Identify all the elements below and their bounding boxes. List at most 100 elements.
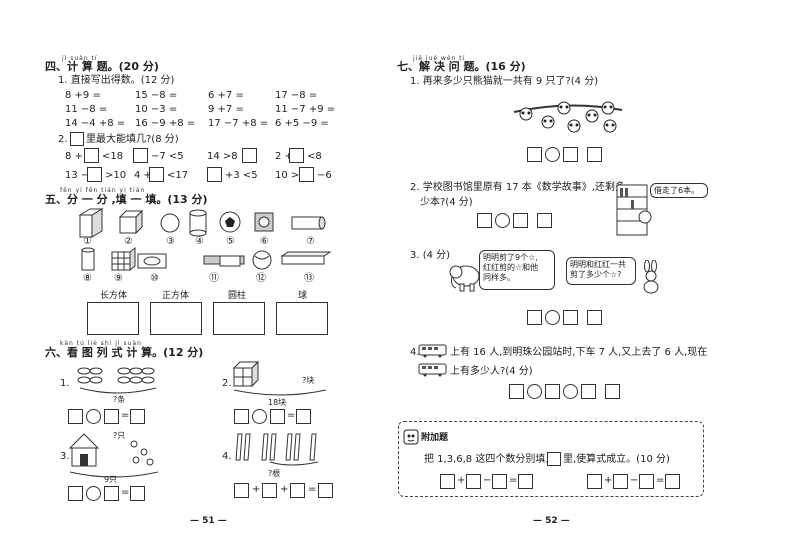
sec4-pinyin: jì suàn tí: [62, 55, 98, 62]
solids-row-2: [81, 246, 332, 272]
fill-suffix: <17: [167, 170, 189, 181]
fill-prefix: 2 +: [275, 151, 293, 162]
bus-icon: [418, 363, 447, 377]
answer-box[interactable]: [87, 167, 102, 182]
answer-box[interactable]: [545, 384, 560, 399]
calc-item: 6 +5 −9 =: [275, 118, 329, 129]
answer-box[interactable]: [234, 483, 249, 498]
sec6-pinyin: kàn tú liè shì jì suàn: [60, 340, 142, 347]
answer-box[interactable]: [513, 213, 528, 228]
answer-box[interactable]: [270, 409, 285, 424]
flat-box-icon: [137, 253, 167, 269]
calc-item: 6 +7 =: [208, 90, 244, 101]
operator-circle[interactable]: [86, 486, 101, 501]
answer-box[interactable]: [290, 483, 305, 498]
page-number: — 52 —: [533, 516, 570, 526]
solid-number: ⑩: [150, 273, 159, 284]
answer-box[interactable]: [68, 409, 83, 424]
answer-box[interactable]: [242, 148, 257, 163]
answer-box[interactable]: [296, 409, 311, 424]
answer-box[interactable]: [207, 167, 222, 182]
bus-icon: [418, 344, 447, 358]
answer-box[interactable]: [587, 147, 602, 162]
operator-circle[interactable]: [527, 384, 542, 399]
p2-label: 2.: [222, 378, 232, 389]
operator-circle[interactable]: [545, 310, 560, 325]
equals-sign: =: [509, 475, 518, 486]
answer-box[interactable]: [104, 409, 119, 424]
answer-box[interactable]: [130, 486, 145, 501]
answer-box[interactable]: [466, 474, 481, 489]
bookshelf-icon: [616, 184, 652, 236]
calc-item: 8 +9 =: [65, 90, 101, 101]
solid-number: ⑬: [304, 273, 314, 284]
answer-box[interactable]: [527, 310, 542, 325]
soccer-ball-icon: [219, 211, 241, 233]
sec5-title: 五、分 一 分 ,填 一 填。(13 分): [45, 193, 208, 206]
answer-box[interactable]: [262, 483, 277, 498]
operator-circle[interactable]: [495, 213, 510, 228]
bonus-panel: [398, 421, 704, 497]
answer-box[interactable]: [527, 147, 542, 162]
p1-label: 1.: [60, 378, 70, 389]
answer-box[interactable]: [133, 148, 148, 163]
category-box-cube[interactable]: [150, 302, 202, 335]
q3-speech-bubble-1: 明明剪了9个☆, 红红剪的☆和他 同样多。: [479, 250, 555, 290]
answer-box[interactable]: [587, 474, 602, 489]
category-box-cuboid[interactable]: [87, 302, 139, 335]
answer-box[interactable]: [665, 474, 680, 489]
plus-sign: +: [457, 475, 466, 486]
fill-prefix: 13 −: [65, 170, 90, 181]
minus-sign: −: [483, 475, 492, 486]
p4-label: 4.: [222, 451, 232, 462]
cylinder-can-icon: [189, 209, 207, 237]
category-box-sphere[interactable]: [276, 302, 328, 335]
p2-question: ?块: [302, 376, 315, 385]
answer-box[interactable]: [613, 474, 628, 489]
answer-box[interactable]: [639, 474, 654, 489]
calc-item: 9 +7 =: [208, 104, 244, 115]
answer-box[interactable]: [234, 409, 249, 424]
calc-item: 15 −8 =: [135, 90, 178, 101]
answer-box[interactable]: [68, 486, 83, 501]
answer-box[interactable]: [104, 486, 119, 501]
fill-prefix: 8 +: [65, 151, 83, 162]
operator-circle[interactable]: [252, 409, 267, 424]
volleyball-icon: [252, 250, 272, 270]
answer-box[interactable]: [289, 148, 304, 163]
answer-box[interactable]: [492, 474, 507, 489]
fill-suffix: −6: [317, 170, 332, 181]
calc-item: 10 −3 =: [135, 104, 178, 115]
sec7-q4-text-2: 上有多少人?(4 分): [450, 366, 533, 377]
plus-sign: +: [280, 484, 289, 495]
answer-box[interactable]: [84, 148, 99, 163]
solid-number: ④: [195, 236, 204, 247]
operator-circle[interactable]: [545, 147, 560, 162]
solid-number: ⑧: [83, 273, 92, 284]
answer-box[interactable]: [477, 213, 492, 228]
category-box-cylinder[interactable]: [213, 302, 265, 335]
answer-box[interactable]: [440, 474, 455, 489]
answer-box[interactable]: [518, 474, 533, 489]
operator-circle[interactable]: [86, 409, 101, 424]
fish-group-icon: [77, 367, 157, 394]
cuboid-icon: [78, 208, 104, 238]
solid-number: ⑫: [256, 273, 266, 284]
answer-box[interactable]: [581, 384, 596, 399]
answer-box[interactable]: [605, 384, 620, 399]
fill-prefix: 4 +: [134, 170, 152, 181]
answer-box[interactable]: [587, 310, 602, 325]
answer-box[interactable]: [563, 147, 578, 162]
sec6-title: 六、看 图 列 式 计 算。(12 分): [45, 346, 204, 359]
category-label: 长方体: [100, 291, 128, 301]
answer-box[interactable]: [563, 310, 578, 325]
solid-number: ②: [124, 236, 133, 247]
calc-item: 17 −7 +8 =: [208, 118, 269, 129]
answer-box[interactable]: [299, 167, 314, 182]
answer-box[interactable]: [509, 384, 524, 399]
answer-box[interactable]: [537, 213, 552, 228]
answer-box[interactable]: [149, 167, 164, 182]
answer-box[interactable]: [318, 483, 333, 498]
operator-circle[interactable]: [563, 384, 578, 399]
answer-box[interactable]: [130, 409, 145, 424]
